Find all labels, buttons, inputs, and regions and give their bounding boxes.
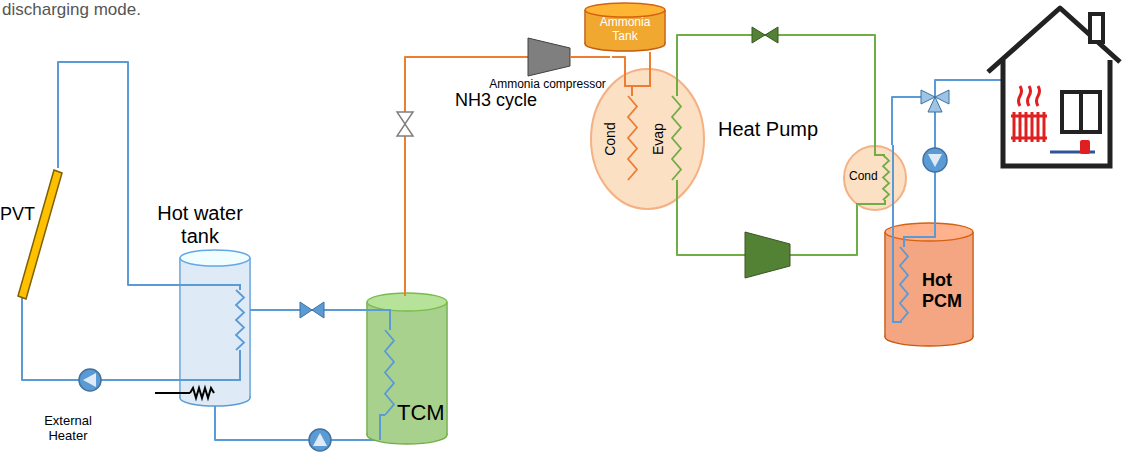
pipe-connector — [649, 52, 651, 68]
pump-symbol — [79, 369, 101, 391]
node-label: Cond — [602, 122, 618, 155]
ammonia-tank: Ammonia Tank — [583, 2, 667, 52]
node-label: TCM — [397, 400, 445, 425]
node-label: Cond — [849, 170, 878, 184]
pipe-connector — [892, 211, 894, 222]
annotation-label: Heat Pump — [718, 118, 818, 141]
heat-pump-condenser: Cond — [843, 145, 907, 211]
hot-pcm-tank: Hot PCM — [880, 222, 976, 347]
pipe — [22, 298, 140, 380]
pump-symbol — [309, 429, 331, 451]
annotation-label: NH3 cycle — [455, 90, 537, 111]
compressor-symbol — [745, 232, 790, 278]
annotation-label: discharging mode. — [2, 0, 141, 20]
pipe-connector — [58, 62, 140, 285]
node-label: Evap — [650, 123, 666, 155]
cond-evap-exchanger: Cond Evap — [590, 68, 705, 210]
node-label: Ammonia Tank — [590, 16, 660, 44]
house-icon — [988, 8, 1120, 166]
pipe-connector — [612, 57, 625, 68]
pvt-panel: PVT — [0, 168, 64, 300]
three-way-valve — [921, 90, 949, 112]
valve-symbol — [300, 302, 324, 318]
pipe — [215, 410, 380, 440]
annotation-label: External Heater — [28, 414, 108, 444]
node-label: Hot PCM — [922, 270, 974, 311]
pipe — [892, 97, 935, 145]
hot-water-tank: Hot water tank — [140, 200, 260, 410]
valve-symbol — [397, 112, 413, 136]
pump-symbol — [923, 148, 947, 172]
pipe-connector — [677, 35, 875, 145]
node-outline — [0, 168, 64, 300]
valve-symbol — [752, 27, 778, 43]
node-label: Ammonia compressor — [485, 78, 610, 92]
node-label: Hot water tank — [150, 202, 250, 248]
node-label: PVT — [0, 204, 35, 225]
tcm-reactor: TCM — [365, 290, 451, 445]
